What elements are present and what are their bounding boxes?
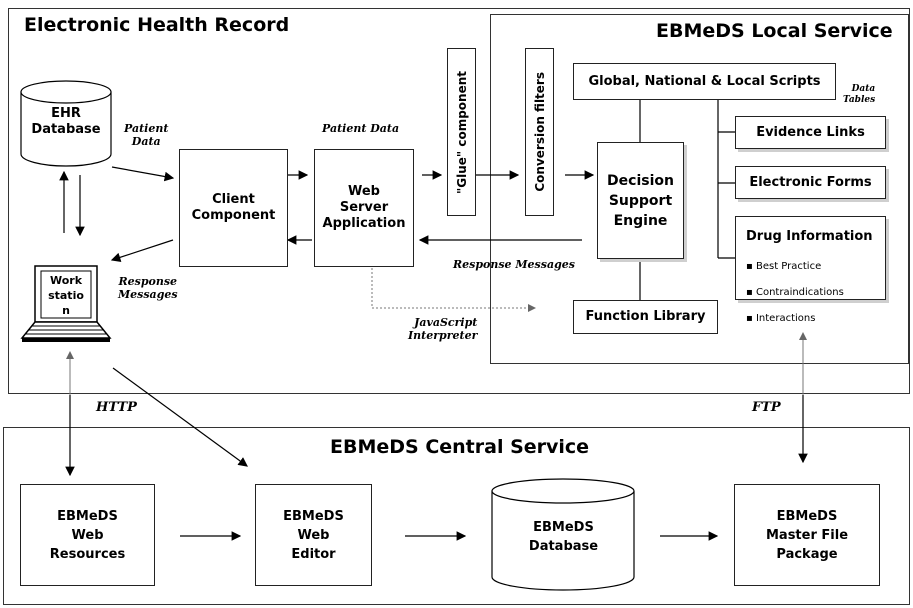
ehr-database: EHR Database xyxy=(20,80,112,168)
master-file-package[interactable]: EBMeDS Master File Package xyxy=(734,484,880,586)
web-server-application[interactable]: Web Server Application xyxy=(314,149,414,267)
central-database-label: EBMeDS Database xyxy=(528,520,599,554)
electronic-forms[interactable]: Electronic Forms xyxy=(735,166,886,199)
web-resources[interactable]: EBMeDS Web Resources xyxy=(20,484,155,586)
evidence-links[interactable]: Evidence Links xyxy=(735,116,886,149)
drug-item-contraindications: Contraindications xyxy=(746,286,844,299)
drug-information[interactable]: Drug Information Best Practice Contraind… xyxy=(735,216,886,324)
workstation-label: Work statio n xyxy=(48,273,84,317)
central-service-title: EBMeDS Central Service xyxy=(330,436,590,458)
glue-component[interactable]: "Glue" component xyxy=(447,48,476,216)
arrow-client-to-workstation xyxy=(110,239,174,262)
label-data-tables: Data Tables xyxy=(843,84,876,105)
drug-information-list: Best Practice Contraindications Interact… xyxy=(746,247,844,338)
label-http: HTTP xyxy=(96,400,137,415)
scripts-box[interactable]: Global, National & Local Scripts xyxy=(573,63,836,100)
central-database: EBMeDS Database xyxy=(491,478,636,592)
conversion-filters[interactable]: Conversion filters xyxy=(525,48,554,216)
ehr-region xyxy=(8,8,910,394)
dotted-js-link xyxy=(371,268,536,312)
label-response-messages-2: Response Messages xyxy=(453,258,575,271)
arrow-db-to-client xyxy=(111,166,175,182)
function-library[interactable]: Function Library xyxy=(573,300,718,334)
decision-support-engine[interactable]: Decision Support Engine xyxy=(597,142,684,259)
arrow-workstation-to-editor xyxy=(112,367,248,467)
conversion-filters-label: Conversion filters xyxy=(532,72,547,192)
label-response-messages-1: Response Messages xyxy=(118,275,178,301)
label-patient-data-1: Patient Data xyxy=(124,122,169,148)
laptop-icon xyxy=(20,265,112,342)
drug-item-interactions: Interactions xyxy=(746,312,844,325)
drug-item-best-practice: Best Practice xyxy=(746,260,844,273)
central-service-region xyxy=(3,427,910,605)
ehr-database-label: EHR Database xyxy=(31,106,101,137)
label-ftp: FTP xyxy=(752,400,781,415)
database-cylinder-icon xyxy=(491,478,635,591)
drug-information-title: Drug Information xyxy=(746,229,873,244)
client-component[interactable]: Client Component xyxy=(179,149,288,267)
workstation[interactable]: Work statio n xyxy=(20,264,112,346)
glue-component-label: "Glue" component xyxy=(454,70,469,194)
label-patient-data-2: Patient Data xyxy=(322,122,400,135)
local-service-title: EBMeDS Local Service xyxy=(656,20,893,42)
ehr-title: Electronic Health Record xyxy=(24,14,290,36)
web-editor[interactable]: EBMeDS Web Editor xyxy=(255,484,372,586)
database-cylinder-icon xyxy=(20,80,112,167)
label-javascript-interpreter: JavaScript Interpreter xyxy=(408,316,478,342)
